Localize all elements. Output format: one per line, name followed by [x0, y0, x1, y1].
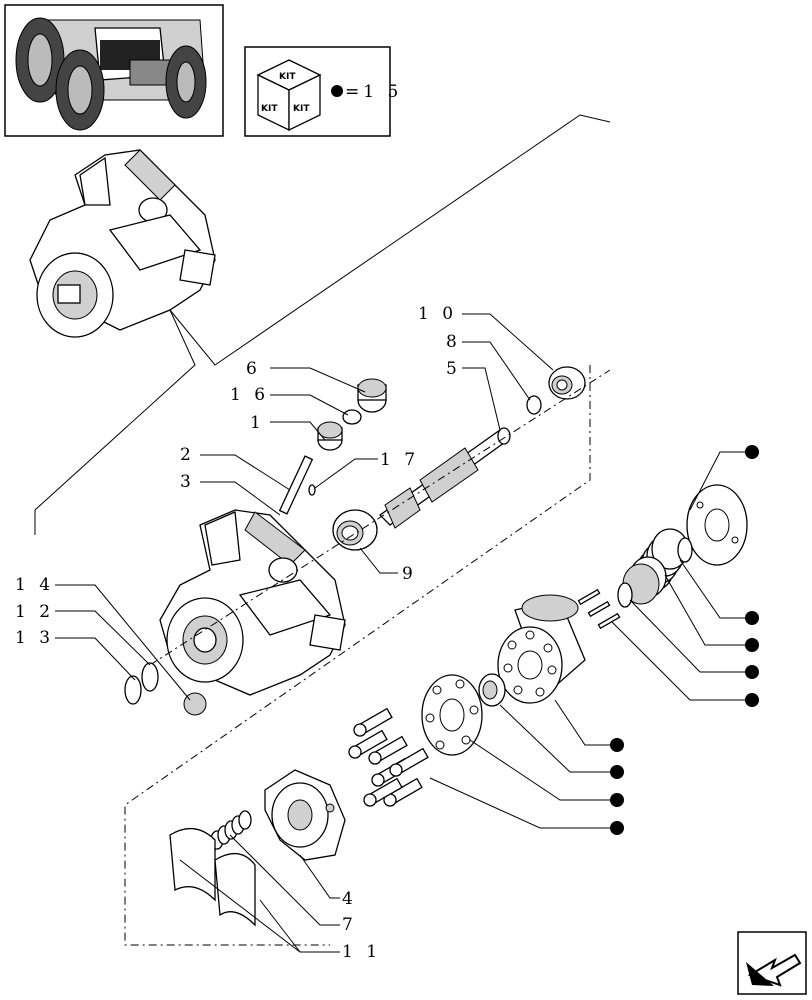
- back-arrow-icon[interactable]: [737, 931, 807, 995]
- leader-lines: [55, 313, 745, 953]
- kit-dot-icon: [610, 765, 624, 779]
- kit-dot-icon: [610, 738, 624, 752]
- plug-1: [317, 421, 343, 451]
- cylinder-block: [497, 594, 586, 704]
- callout-9: 9: [402, 564, 417, 584]
- kit-left-label: KIT: [261, 104, 278, 114]
- ring-spring-bottom: [617, 582, 633, 608]
- subassembly-boundary: [124, 365, 591, 946]
- bushing: [478, 673, 506, 707]
- kit-dot-icon: [745, 638, 759, 652]
- spring: [622, 528, 689, 605]
- pin-2: [278, 455, 314, 515]
- pistons: [348, 707, 429, 807]
- retainer-plate: [686, 484, 748, 566]
- callout-14: 1 4: [15, 575, 54, 595]
- retainer-plate-lower: [421, 674, 483, 756]
- o-ring-17: [308, 484, 316, 496]
- callout-7: 7: [342, 915, 357, 935]
- pins: [577, 588, 621, 630]
- seal-12: [141, 662, 159, 692]
- pump-housing-3: [159, 509, 346, 696]
- kit-legend: KIT KIT KIT =1 5: [244, 46, 402, 137]
- bearing-shells-11: [169, 828, 256, 927]
- callout-4: 4: [342, 889, 357, 909]
- leader-overview-top: [169, 114, 611, 366]
- callout-17: 1 7: [380, 450, 419, 470]
- callout-16: 1 6: [230, 385, 269, 405]
- callout-13: 1 3: [15, 628, 54, 648]
- callout-2: 2: [180, 445, 195, 465]
- kit-dot-icon: [610, 821, 624, 835]
- callout-8: 8: [446, 332, 461, 352]
- kit-dot-icon: [745, 665, 759, 679]
- shaft-5: [378, 427, 511, 529]
- swash-plate-4: [264, 769, 346, 861]
- callout-3: 3: [180, 472, 195, 492]
- kit-top-label: KIT: [279, 72, 296, 82]
- kit-right-label: KIT: [293, 104, 310, 114]
- callout-10: 1 0: [418, 304, 457, 324]
- center-axis: [149, 369, 611, 666]
- ball-14: [183, 692, 207, 716]
- kit-equals-label: =1 5: [345, 82, 402, 102]
- callout-11: 1 1: [342, 942, 381, 962]
- kit-markers: [610, 445, 759, 835]
- ring-8: [526, 395, 542, 415]
- kit-dot-icon: [610, 793, 624, 807]
- washer-16: [342, 409, 362, 425]
- plug-6: [357, 378, 387, 413]
- kit-cube-icon: KIT KIT KIT: [256, 59, 322, 132]
- pump-overview: [29, 149, 216, 338]
- tractor-thumbnail-icon[interactable]: [4, 4, 224, 137]
- callout-5: 5: [446, 359, 461, 379]
- kit-dot-icon: [745, 611, 759, 625]
- bearing-9: [332, 509, 378, 551]
- callout-1: 1: [250, 413, 265, 433]
- leader-overview-bottom: [34, 309, 196, 535]
- kit-dot-icon: [745, 445, 759, 459]
- ring-spring-top: [677, 537, 693, 563]
- snap-ring-13: [124, 675, 142, 705]
- kit-dot-icon: [745, 693, 759, 707]
- bearing-10: [548, 366, 586, 400]
- kit-dot-icon: [331, 85, 343, 97]
- callout-12: 1 2: [15, 602, 54, 622]
- callout-6: 6: [246, 359, 261, 379]
